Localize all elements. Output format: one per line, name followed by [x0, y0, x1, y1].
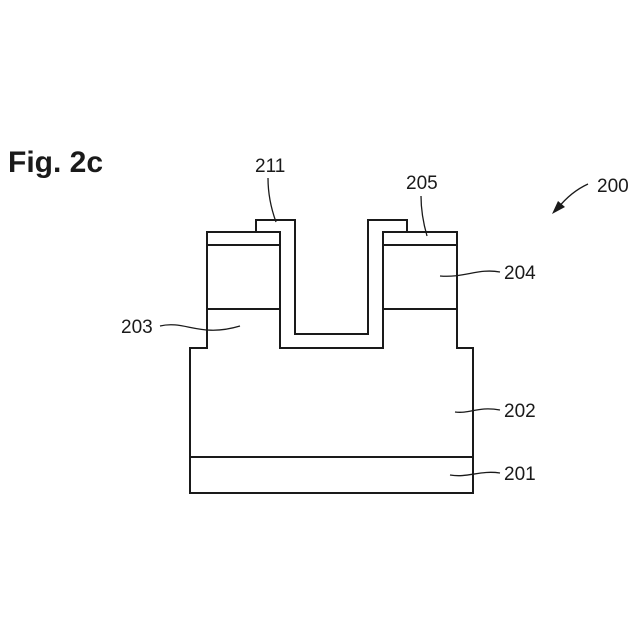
- layer-204-right: [383, 245, 457, 309]
- layer-204-left: [207, 245, 280, 309]
- layer-205-left: [207, 232, 280, 245]
- leader-211: [268, 178, 276, 222]
- figure-title: Fig. 2c: [8, 146, 103, 179]
- label-202: 202: [504, 401, 536, 422]
- label-201: 201: [504, 464, 536, 485]
- leader-201: [450, 472, 500, 475]
- label-204: 204: [504, 263, 536, 284]
- label-205: 205: [406, 173, 438, 194]
- leader-204: [440, 271, 500, 276]
- layer-205-right: [383, 232, 457, 245]
- leader-203: [160, 325, 240, 330]
- layer-201: [190, 457, 473, 493]
- label-203: 203: [121, 317, 153, 338]
- label-device: 200: [597, 176, 629, 197]
- leader-202: [455, 409, 500, 412]
- layer-202: [190, 309, 473, 457]
- label-211: 211: [255, 156, 285, 177]
- leader-205: [421, 196, 427, 236]
- device-arrow-line: [558, 184, 588, 208]
- layer-211-liner: [256, 220, 407, 348]
